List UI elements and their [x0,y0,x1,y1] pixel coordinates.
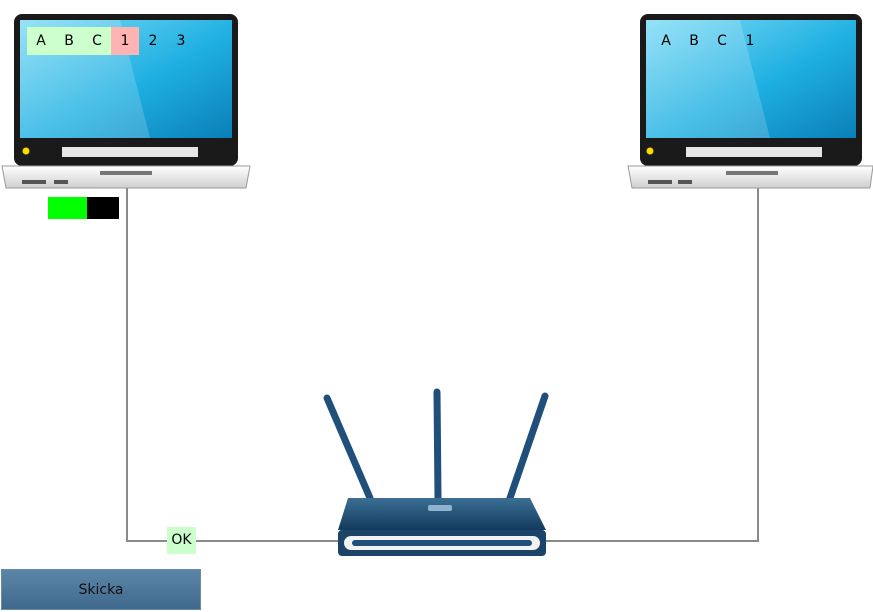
left-sequence-cell: A [27,27,55,55]
transfer-progress-bar [48,197,119,219]
left-sequence-cell: C [83,27,111,55]
right-sequence-cell: 1 [745,33,755,49]
network-cable-right [545,187,759,542]
network-cable-left [126,187,340,542]
transfer-progress-fill [48,197,88,219]
right-sequence-cell: A [661,33,671,49]
right-sequence-cell: B [689,33,699,49]
right-sequence-cell: C [717,33,727,49]
laptop-right-sequence: A B C 1 [652,27,764,55]
link-status-badge: OK [167,527,196,554]
send-button[interactable]: Skicka [1,569,201,610]
laptop-right-icon [627,14,873,189]
left-sequence-cell: 2 [148,33,158,49]
left-sequence-cell: 1 [111,27,139,55]
left-sequence-cell: 3 [176,33,186,49]
left-sequence-cell: B [55,27,83,55]
router-icon [323,388,549,556]
